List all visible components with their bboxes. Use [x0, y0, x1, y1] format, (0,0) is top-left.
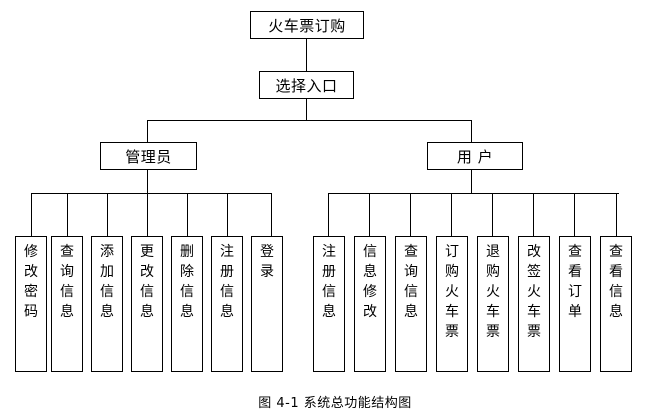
node-entry-label: 选择入口: [275, 76, 338, 95]
leaf-user-6-label: 改签火车票: [527, 244, 541, 340]
leaf-user-8-label: 查看信息: [609, 244, 623, 320]
node-branch-user: 用 户: [427, 142, 523, 170]
node-root-label: 火车票订购: [268, 16, 346, 35]
node-entry: 选择入口: [259, 71, 354, 99]
connector-bus-to-user: [471, 120, 472, 142]
leaf-admin-7: 登录: [251, 236, 283, 372]
node-root: 火车票订购: [250, 11, 364, 39]
leaf-admin-5-label: 删除信息: [180, 244, 194, 320]
leaf-user-8: 查看信息: [600, 236, 632, 372]
connector-entry-down: [306, 99, 307, 121]
drop-line-user-5: [492, 193, 493, 236]
leaf-admin-2-label: 查询信息: [60, 244, 74, 320]
connector-user-down: [471, 170, 472, 194]
drop-line-admin-3: [107, 193, 108, 236]
drop-line-user-2: [369, 193, 370, 236]
leaf-admin-6-label: 注册信息: [220, 244, 234, 320]
leaf-user-5-label: 退购火车票: [486, 244, 500, 340]
leaf-user-4: 订购火车票: [436, 236, 468, 372]
leaf-user-2: 信息修改: [354, 236, 386, 372]
leaf-user-3-label: 查询信息: [404, 244, 418, 320]
leaf-admin-2: 查询信息: [51, 236, 83, 372]
leaf-admin-7-label: 登录: [260, 244, 274, 280]
leaf-admin-3-label: 添加信息: [100, 244, 114, 320]
drop-line-admin-7: [271, 193, 272, 236]
leaf-user-1: 注册信息: [313, 236, 345, 372]
figure-caption: 图 4-1 系统总功能结构图: [258, 396, 412, 411]
branch-bus: [147, 120, 472, 121]
drop-line-user-3: [410, 193, 411, 236]
drop-line-admin-1: [31, 193, 32, 236]
leaf-admin-6: 注册信息: [211, 236, 243, 372]
leaf-admin-5: 删除信息: [171, 236, 203, 372]
drop-line-user-6: [533, 193, 534, 236]
leaf-user-5: 退购火车票: [477, 236, 509, 372]
drop-line-admin-2: [67, 193, 68, 236]
leaf-admin-4-label: 更改信息: [140, 244, 154, 320]
leaf-user-7-label: 查看订单: [568, 244, 582, 320]
node-branch-user-label: 用 户: [456, 147, 494, 166]
leaf-user-4-label: 订购火车票: [445, 244, 459, 340]
leaf-user-3: 查询信息: [395, 236, 427, 372]
user-leaf-bus: [328, 193, 619, 194]
leaf-admin-3: 添加信息: [91, 236, 123, 372]
drop-line-admin-6: [227, 193, 228, 236]
drop-line-admin-4: [147, 193, 148, 236]
node-branch-admin: 管理员: [100, 142, 197, 170]
drop-line-admin-5: [187, 193, 188, 236]
leaf-admin-1-label: 修改密码: [24, 244, 38, 320]
leaf-user-6: 改签火车票: [518, 236, 550, 372]
leaf-admin-1: 修改密码: [15, 236, 47, 372]
connector-root-to-entry: [306, 39, 307, 71]
leaf-user-7: 查看订单: [559, 236, 591, 372]
drop-line-user-7: [574, 193, 575, 236]
drop-line-user-4: [451, 193, 452, 236]
connector-admin-down: [147, 170, 148, 194]
leaf-user-2-label: 信息修改: [363, 244, 377, 320]
drop-line-user-8: [616, 193, 617, 236]
admin-leaf-bus: [31, 193, 272, 194]
leaf-user-1-label: 注册信息: [322, 244, 336, 320]
leaf-admin-4: 更改信息: [131, 236, 163, 372]
node-branch-admin-label: 管理员: [125, 147, 172, 166]
drop-line-user-1: [328, 193, 329, 236]
connector-bus-to-admin: [147, 120, 148, 142]
